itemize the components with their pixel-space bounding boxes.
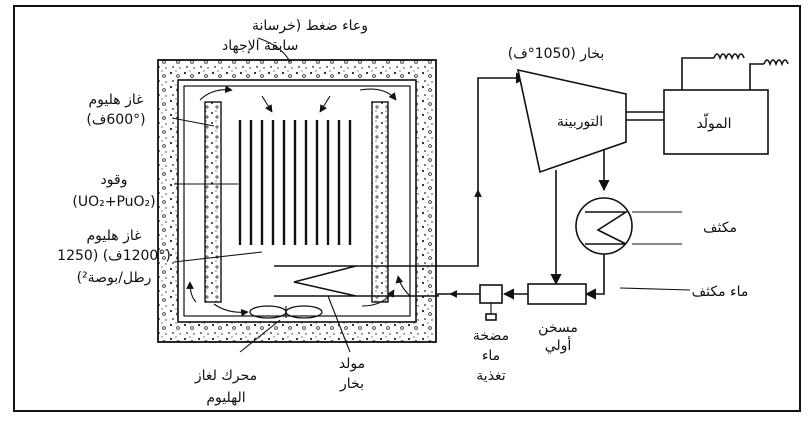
helium-motor-label-line1: محرك لغاز bbox=[194, 368, 257, 384]
preheater-label-line1: مسخن bbox=[538, 320, 578, 336]
feed-pump-label-line2: ماء bbox=[482, 348, 500, 364]
preheater bbox=[527, 283, 587, 305]
fuel-label-line1: وقود bbox=[101, 172, 128, 188]
generator-label: المولّد bbox=[696, 113, 731, 132]
steam-generator-label-line1: مولد bbox=[339, 356, 365, 372]
condensate-label: ماء مكثف bbox=[692, 284, 749, 300]
helium-motor-label-line2: الهليوم bbox=[206, 390, 245, 406]
steam-pipe bbox=[356, 72, 528, 267]
steam-generator-label-line2: بخار bbox=[339, 376, 364, 392]
helium-hot-label-line3: رطل/بوصة²) bbox=[77, 270, 152, 286]
turbine: التوربينة bbox=[516, 68, 627, 174]
helium-fan-icon bbox=[249, 305, 323, 319]
helium-hot-label-line1: غاز هليوم bbox=[87, 228, 142, 244]
helium-cold-label-line2: (600°ف) bbox=[86, 112, 145, 128]
vessel-label-line1: وعاء ضغط (خرسانة bbox=[252, 18, 368, 34]
left-helium-shield bbox=[204, 101, 222, 303]
steam-label: بخار (1050°ف) bbox=[508, 46, 605, 62]
condensate-pipe bbox=[584, 254, 605, 300]
steam-generator-coil bbox=[274, 265, 357, 297]
figure-border bbox=[13, 5, 801, 412]
helium-flow-arrows bbox=[186, 85, 411, 317]
pressure-vessel bbox=[157, 59, 437, 343]
right-helium-shield bbox=[371, 101, 389, 303]
preheater-label-line2: أولي bbox=[545, 336, 572, 354]
turbine-label: التوربينة bbox=[557, 114, 603, 130]
feed-pump-label-line3: تغذية bbox=[476, 368, 506, 384]
generator: المولّد bbox=[663, 89, 769, 155]
condenser-label: مكثف bbox=[703, 220, 737, 236]
fuel-label-line2: (UO₂+PuO₂) bbox=[72, 194, 155, 210]
leader-lines bbox=[171, 37, 691, 353]
vessel-label-line2: سابقة الإجهاد bbox=[222, 38, 298, 54]
fuel-rods bbox=[238, 120, 352, 245]
helium-hot-label-line2: (1200°ف) (1250 bbox=[57, 248, 171, 264]
helium-cold-label-line1: غاز هليوم bbox=[89, 92, 144, 108]
feed-pump bbox=[479, 284, 503, 321]
generator-wires bbox=[681, 53, 789, 90]
feed-pump-label-line1: مضخة bbox=[473, 328, 509, 344]
condenser bbox=[575, 197, 682, 255]
